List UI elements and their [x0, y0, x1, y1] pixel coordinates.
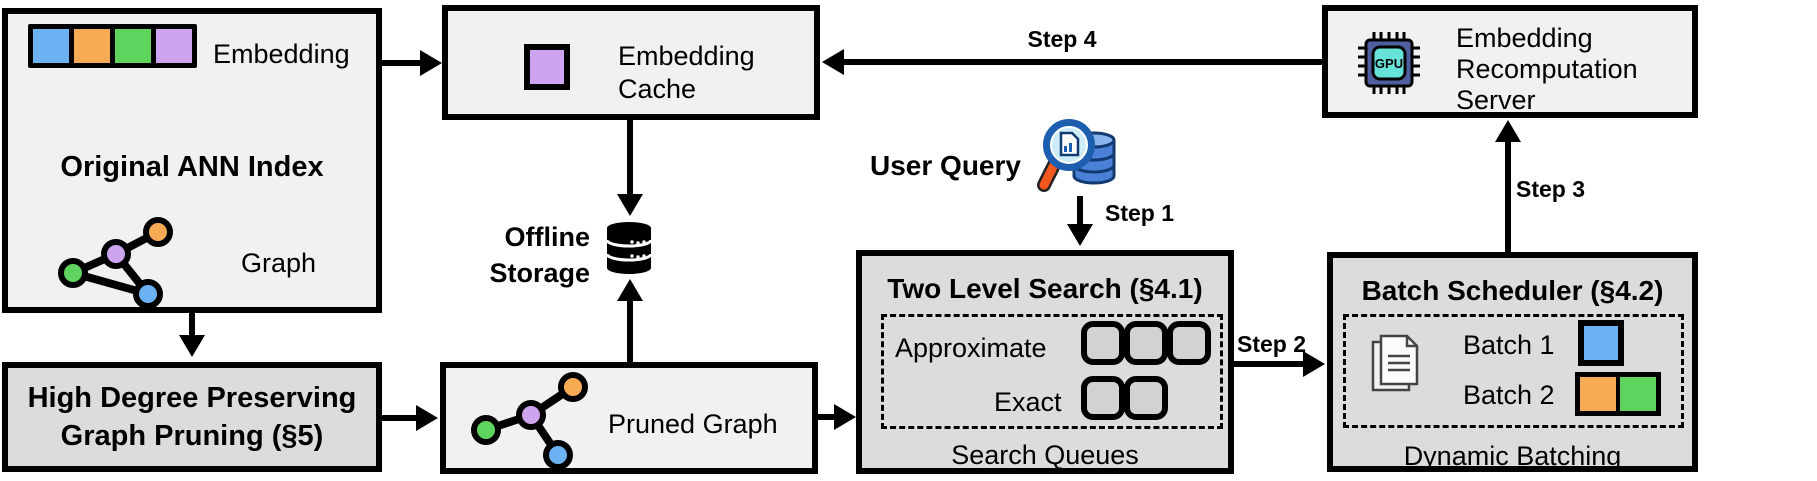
pruned-graph-label: Pruned Graph [608, 409, 778, 439]
arrow-ann-to-pruning [189, 313, 195, 337]
gpu-icon: GPU [1358, 32, 1420, 94]
embedding-cache-label: Embedding Cache [618, 41, 755, 104]
batch-scheduler-title: Batch Scheduler (§4.2) [1361, 275, 1664, 306]
arrow-pruned-to-storage [627, 299, 633, 362]
graph-node-orange [143, 217, 173, 247]
recomputation-server-box: GPU Embedding Recomputation Server [1322, 5, 1698, 118]
arrow-step4 [842, 59, 1322, 65]
arrowhead-step3 [1495, 120, 1521, 142]
queue-slot [1124, 376, 1168, 420]
pruned-graph-box: Pruned Graph [440, 362, 818, 474]
approximate-label: Approximate [895, 333, 1047, 363]
recomputation-server-label: Embedding Recomputation Server [1456, 23, 1638, 115]
dynamic-batching-caption: Dynamic Batching [1403, 441, 1622, 471]
offline-storage-db-icon [605, 222, 653, 274]
search-queues-dashed-region [881, 314, 1223, 429]
graph-pruning-line2: Graph Pruning (§5) [60, 420, 324, 452]
arrow-step2 [1234, 361, 1306, 367]
arrow-ann-to-cache [382, 60, 422, 66]
arrowhead-step4 [822, 49, 844, 75]
offline-storage-label: Offline Storage [489, 222, 590, 288]
documents-icon [1371, 334, 1419, 392]
queue-slot [1081, 321, 1125, 365]
pruned-node-orange [558, 372, 588, 402]
exact-queues [1081, 376, 1168, 420]
step1-label: Step 1 [1105, 200, 1175, 226]
graph-pruning-box: High Degree Preserving Graph Pruning (§5… [2, 362, 382, 472]
ann-index-title: Original ANN Index [60, 151, 324, 183]
arrowhead-ann-to-cache [420, 50, 442, 76]
arrowhead-pruned-to-storage [617, 279, 643, 301]
step4-label: Step 4 [1027, 26, 1097, 52]
batch2-label: Batch 2 [1463, 380, 1555, 410]
magnifier-handle [1039, 158, 1060, 190]
embedding-cell-blue [33, 29, 69, 63]
embedding-label: Embedding [213, 39, 350, 69]
queue-slot [1167, 321, 1211, 365]
graph-node-purple [101, 239, 131, 269]
user-query-icon [1037, 119, 1116, 192]
embedding-cell-purple [156, 29, 192, 63]
arrowhead-cache-to-storage [617, 194, 643, 216]
embedding-cell-orange [74, 29, 110, 63]
arrow-cache-to-storage [627, 120, 633, 196]
arrow-pruned-to-search [818, 414, 836, 420]
batch2-item-orange [1580, 377, 1616, 411]
exact-label: Exact [994, 387, 1062, 417]
embedding-cache-box: Embedding Cache [442, 5, 820, 120]
arrow-pruning-to-pruned [382, 415, 418, 421]
embedding-vector-icon [28, 24, 197, 68]
arrowhead-step2 [1303, 351, 1325, 377]
graph-node-green [58, 258, 88, 288]
search-queues-caption: Search Queues [951, 440, 1139, 470]
step2-label: Step 2 [1237, 331, 1307, 357]
queue-slot [1081, 376, 1125, 420]
batch1-item-blue [1578, 320, 1624, 366]
batch-scheduler-box: Batch Scheduler (§4.2) Batch 1 Batch 2 D… [1327, 252, 1698, 472]
pruned-graph-icon [471, 372, 588, 470]
user-query-label: User Query [870, 150, 1021, 181]
graph-pruning-line1: High Degree Preserving [27, 382, 357, 414]
arrowhead-pruning-to-pruned [416, 405, 438, 431]
dynamic-batching-dashed-region [1343, 314, 1684, 428]
pruned-node-green [471, 415, 501, 445]
queue-slot [1124, 321, 1168, 365]
graph-label: Graph [241, 248, 317, 278]
arrow-step3 [1505, 140, 1511, 252]
arrow-step1 [1077, 196, 1083, 226]
cached-embedding-icon [524, 44, 570, 90]
graph-icon [58, 217, 173, 309]
two-level-search-box: Two Level Search (§4.1) Approximate Exac… [856, 250, 1234, 474]
arrowhead-step1 [1067, 224, 1093, 246]
step3-label: Step 3 [1516, 176, 1586, 202]
original-ann-index-box: Embedding Original ANN Index Graph [2, 8, 382, 313]
gpu-icon-label: GPU [1375, 56, 1403, 71]
batch2-item-green [1620, 377, 1656, 411]
batch2-items [1575, 372, 1661, 416]
arrowhead-ann-to-pruning [179, 335, 205, 357]
pruned-node-blue [543, 440, 573, 470]
two-level-search-title: Two Level Search (§4.1) [887, 273, 1203, 304]
approximate-queues [1081, 321, 1211, 365]
arrowhead-pruned-to-search [834, 404, 856, 430]
batch1-label: Batch 1 [1463, 330, 1555, 360]
embedding-cell-green [115, 29, 151, 63]
pruned-node-purple [516, 400, 546, 430]
graph-node-blue [133, 279, 163, 309]
